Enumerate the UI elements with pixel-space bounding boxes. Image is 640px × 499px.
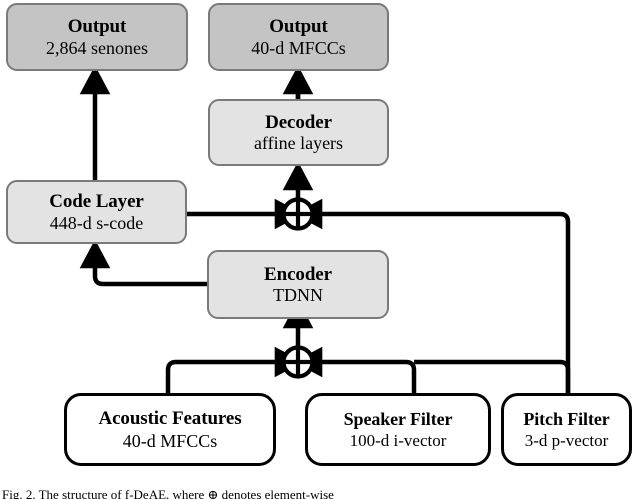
top-adder-icon bbox=[281, 197, 315, 231]
node-output-mfcc: Output 40-d MFCCs bbox=[208, 3, 389, 71]
node-pitch-filter-title: Pitch Filter bbox=[523, 409, 610, 430]
node-pitch-filter: Pitch Filter 3-d p-vector bbox=[501, 393, 632, 466]
node-encoder: Encoder TDNN bbox=[207, 250, 389, 319]
node-decoder: Decoder affine layers bbox=[208, 99, 389, 166]
node-code-layer-title: Code Layer bbox=[49, 191, 144, 213]
node-speaker-filter-sub: 100-d i-vector bbox=[349, 430, 447, 450]
node-output-senones: Output 2,864 senones bbox=[6, 3, 188, 71]
node-code-layer-sub: 448-d s-code bbox=[49, 212, 144, 233]
edge-speakerfilter-to-bottomadder bbox=[293, 346, 417, 393]
edge-pitchfilter-to-bottomadder bbox=[414, 359, 571, 393]
edge-pitchfilter-to-topadder bbox=[293, 198, 571, 393]
node-decoder-sub: affine layers bbox=[253, 133, 344, 153]
node-output-senones-title: Output bbox=[67, 16, 127, 38]
bottom-adder-icon bbox=[281, 345, 315, 379]
node-acoustic-features: Acoustic Features 40-d MFCCs bbox=[64, 393, 276, 466]
node-speaker-filter: Speaker Filter 100-d i-vector bbox=[305, 393, 491, 466]
node-acoustic-features-title: Acoustic Features bbox=[98, 408, 242, 430]
node-acoustic-features-sub: 40-d MFCCs bbox=[122, 430, 218, 451]
edge-encoder-to-codelayer bbox=[79, 239, 207, 287]
edge-acoustic-to-bottomadder bbox=[165, 346, 304, 393]
node-output-mfcc-sub: 40-d MFCCs bbox=[251, 37, 346, 58]
node-encoder-title: Encoder bbox=[264, 263, 332, 285]
node-speaker-filter-title: Speaker Filter bbox=[343, 409, 453, 430]
node-output-senones-sub: 2,864 senones bbox=[46, 37, 148, 58]
node-code-layer: Code Layer 448-d s-code bbox=[6, 180, 187, 244]
node-output-mfcc-title: Output bbox=[269, 16, 328, 38]
node-pitch-filter-sub: 3-d p-vector bbox=[524, 430, 609, 450]
node-encoder-sub: TDNN bbox=[273, 285, 323, 305]
node-decoder-title: Decoder bbox=[265, 111, 332, 133]
figure-caption: Fig. 2. The structure of f-DeAE, where ⊕… bbox=[2, 487, 334, 499]
